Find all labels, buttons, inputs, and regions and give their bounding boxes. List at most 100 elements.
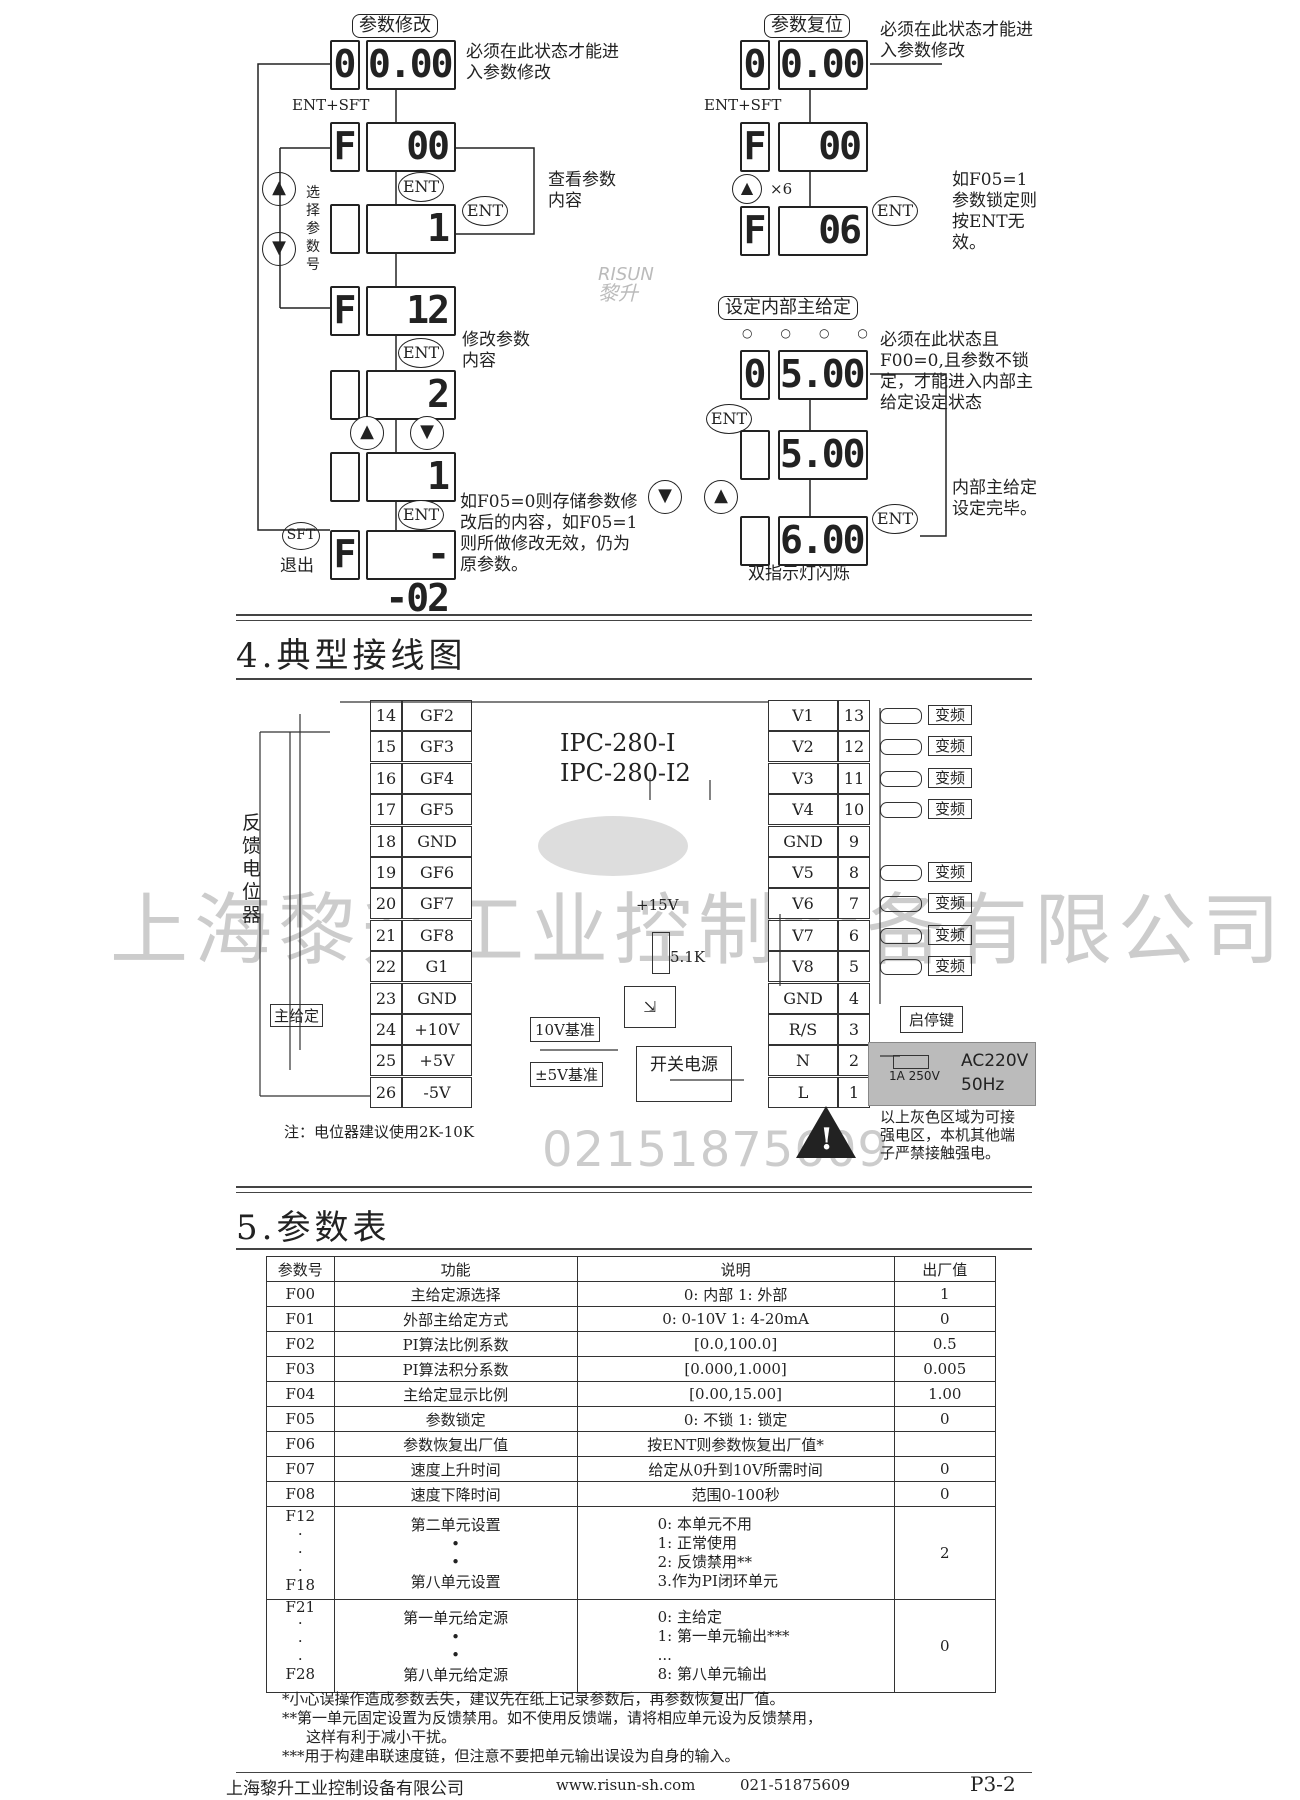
warning-icon bbox=[796, 1106, 856, 1158]
terminal-name: GF3 bbox=[402, 731, 472, 763]
terminal-number: 13 bbox=[838, 700, 870, 731]
terminal-number: 10 bbox=[838, 794, 870, 826]
terminal-number: 17 bbox=[370, 794, 402, 826]
param-default: 0 bbox=[893, 1406, 997, 1432]
rule-1b bbox=[236, 620, 1032, 621]
terminal-number: 8 bbox=[838, 857, 870, 888]
terminal-number: 2 bbox=[838, 1045, 870, 1077]
terminal-row: 25+5V bbox=[370, 1045, 474, 1077]
p3-ent-key-2[interactable]: ENT bbox=[872, 504, 918, 534]
param-id: F12···F18 bbox=[266, 1506, 335, 1600]
up-arrow-icon[interactable]: ▲ bbox=[262, 172, 296, 206]
exit-label: 退出 bbox=[280, 556, 314, 576]
terminal-number: 16 bbox=[370, 762, 402, 794]
ac-label: AC220V bbox=[961, 1051, 1029, 1071]
disp3-left bbox=[330, 204, 360, 254]
p3-up-arrow-icon[interactable]: ▲ bbox=[704, 480, 738, 514]
panel2-note-enter: 必须在此状态才能进入参数修改 bbox=[880, 20, 1033, 61]
watermark: 上海黎升工业控制设备有限公司 bbox=[110, 886, 1287, 976]
footnote: 这样有利于减小干扰。 bbox=[306, 1728, 457, 1746]
p3-disp3-left bbox=[740, 516, 770, 566]
p2-keys-ent-sft[interactable]: ENT+SFT bbox=[704, 96, 782, 114]
terminal-number: 7 bbox=[838, 888, 870, 920]
p2-up-arrow-icon[interactable]: ▲ bbox=[732, 174, 762, 204]
param-id: F00 bbox=[266, 1281, 335, 1307]
terminal-name: R/S bbox=[768, 1014, 838, 1045]
ent-key[interactable]: ENT bbox=[398, 172, 444, 202]
param-id: F08 bbox=[266, 1481, 335, 1507]
p2-ent-key[interactable]: ENT bbox=[872, 196, 918, 226]
terminal-name: GF8 bbox=[402, 919, 472, 951]
p2-disp2-left: F bbox=[740, 122, 770, 172]
sft-key[interactable]: SFT bbox=[282, 522, 320, 550]
panel2-flow-lines bbox=[809, 63, 942, 206]
p3-disp1-right: 5.00 bbox=[778, 350, 868, 400]
param-default bbox=[893, 1431, 997, 1457]
table-header-row: 参数号 功能 说明 出厂值 bbox=[266, 1256, 997, 1282]
param-id: F05 bbox=[266, 1406, 335, 1432]
warning-mark: ! bbox=[820, 1122, 834, 1157]
power-area: 1A 250V AC220V 50Hz bbox=[868, 1042, 1036, 1106]
param-func: 外部主给定方式 bbox=[333, 1306, 578, 1332]
p2-disp3-right: 06 bbox=[778, 206, 868, 256]
ent-key-4[interactable]: ENT bbox=[398, 500, 444, 530]
rule-4 bbox=[236, 1248, 1032, 1250]
footer-web[interactable]: www.risun-sh.com bbox=[556, 1776, 696, 1794]
col-header: 出厂值 bbox=[893, 1256, 997, 1282]
keys-ent-sft[interactable]: ENT+SFT bbox=[292, 96, 370, 114]
disp6-right: 1 bbox=[366, 452, 456, 502]
disp3-right: 1 bbox=[366, 204, 456, 254]
down-arrow-icon[interactable]: ▼ bbox=[262, 232, 296, 266]
resistor-symbol bbox=[652, 932, 670, 974]
ent-key-3[interactable]: ENT bbox=[398, 338, 444, 368]
param-func: 速度下降时间 bbox=[333, 1481, 578, 1507]
panel1-flow-lines bbox=[257, 63, 535, 531]
p3-down-arrow-icon[interactable]: ▼ bbox=[648, 480, 682, 514]
up-arrow-icon-2[interactable]: ▲ bbox=[350, 416, 384, 450]
footnotes: *小心误操作造成参数丢失，建议先在纸上记录参数后，再参数恢复出厂值。 **第一单… bbox=[282, 1690, 822, 1766]
ref10-label: 10V基准 bbox=[530, 1017, 600, 1042]
param-desc: 范围0-100秒 bbox=[576, 1481, 895, 1507]
terminal-name: GND bbox=[768, 982, 838, 1014]
disp2-left: F bbox=[330, 122, 360, 172]
p3-ent-key[interactable]: ENT bbox=[706, 404, 752, 434]
p3-disp1-left: 0 bbox=[740, 350, 770, 400]
ent-key-2[interactable]: ENT bbox=[462, 196, 508, 226]
disp5-left bbox=[330, 370, 360, 420]
param-default: 0 bbox=[893, 1456, 997, 1482]
terminal-name: N bbox=[768, 1045, 838, 1077]
down-arrow-icon-2[interactable]: ▼ bbox=[410, 416, 444, 450]
terminal-row: 24+10V bbox=[370, 1014, 474, 1045]
p3-note-enter: 必须在此状态且F00=0,且参数不锁定，才能进入内部主给定设定状态 bbox=[880, 330, 1033, 413]
param-default: 0 bbox=[893, 1599, 997, 1693]
col-header: 参数号 bbox=[266, 1256, 335, 1282]
param-desc: 0: 不锁 1: 锁定 bbox=[576, 1406, 895, 1432]
terminal-number: 3 bbox=[838, 1014, 870, 1045]
wiring-lines bbox=[259, 701, 900, 1097]
footer-page: P3-2 bbox=[970, 1772, 1016, 1796]
param-id: F21···F28 bbox=[266, 1599, 335, 1693]
feedback-pot-label: 反馈电位器 bbox=[242, 812, 262, 926]
warn-note: 以上灰色区域为可接强电区，本机其他端子严禁接触强电。 bbox=[880, 1108, 1016, 1162]
param-default: 2 bbox=[893, 1506, 997, 1600]
rule-1 bbox=[236, 614, 1032, 616]
section5-title: 5.参数表 bbox=[236, 1208, 391, 1248]
terminal-name: V3 bbox=[768, 762, 838, 794]
terminal-number: 12 bbox=[838, 731, 870, 763]
terminal-name: V5 bbox=[768, 857, 838, 888]
resistor-label: 5.1K bbox=[670, 948, 706, 966]
col-header: 说明 bbox=[576, 1256, 895, 1282]
indicator-leds: ○○○○ bbox=[742, 326, 896, 340]
terminal-number: 23 bbox=[370, 982, 402, 1014]
footnote: ***用于构建串联速度链，但注意不要把单元输出误设为自身的输入。 bbox=[282, 1747, 740, 1765]
